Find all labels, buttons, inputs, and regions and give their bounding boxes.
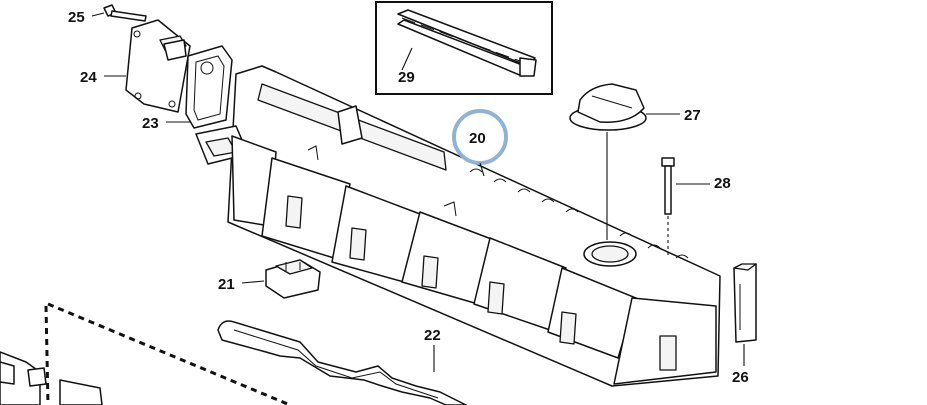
callout-24: 24 bbox=[80, 69, 97, 86]
rubber-mount-icon bbox=[265, 259, 321, 299]
callout-22: 22 bbox=[424, 327, 441, 344]
cylinder-head-corner bbox=[0, 351, 103, 405]
bolt-icon bbox=[103, 4, 147, 22]
gasket-icon bbox=[185, 45, 233, 129]
callout-26: 26 bbox=[732, 369, 749, 386]
engine-outline-dashed bbox=[44, 305, 50, 405]
callout-29: 29 bbox=[398, 69, 415, 86]
callout-21: 21 bbox=[218, 276, 235, 293]
callout-25: 25 bbox=[68, 9, 85, 26]
callout-23: 23 bbox=[142, 115, 159, 132]
callout-28: 28 bbox=[714, 175, 731, 192]
oil-filler-cap-icon bbox=[569, 83, 647, 131]
plug-icon bbox=[733, 263, 757, 343]
inset-detail-box: 29 bbox=[375, 1, 553, 95]
seal-strip-icon bbox=[397, 9, 537, 77]
cover-gasket-icon bbox=[217, 320, 467, 405]
flange-plate-icon bbox=[125, 19, 191, 113]
callout-20: 20 bbox=[469, 130, 486, 147]
valve-cover-icon bbox=[195, 65, 721, 387]
callout-27: 27 bbox=[684, 107, 701, 124]
long-bolt-icon bbox=[661, 157, 675, 215]
